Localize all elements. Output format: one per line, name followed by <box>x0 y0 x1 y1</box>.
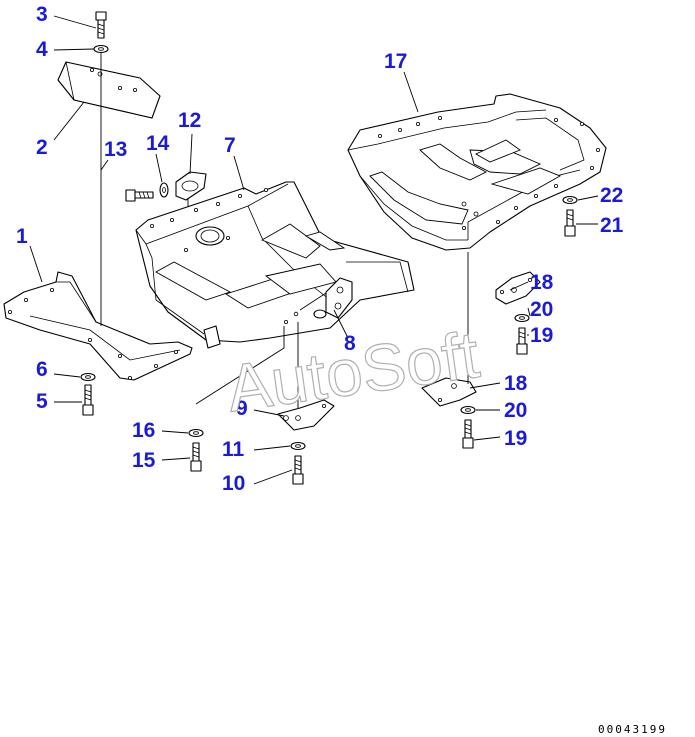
part-18-plate-lower <box>421 377 477 407</box>
callout-13: 13 <box>104 138 127 161</box>
part-19-bolt-lower <box>462 419 474 449</box>
callout-20-upper: 20 <box>530 298 553 321</box>
callout-18-lower: 18 <box>504 372 528 395</box>
callout-11: 11 <box>222 438 245 461</box>
part-21-bolt <box>564 209 576 237</box>
part-10-bolt <box>292 455 304 485</box>
callout-6: 6 <box>36 358 48 381</box>
part-2-cover <box>57 61 161 119</box>
part-7-frame <box>135 181 415 349</box>
callout-17: 17 <box>384 50 407 73</box>
part-12-cover <box>175 171 207 201</box>
part-6-washer <box>80 372 96 382</box>
callout-labels: 3 4 2 13 14 12 7 1 6 5 8 9 11 10 16 15 1… <box>16 3 624 495</box>
callout-22: 22 <box>600 184 623 207</box>
part-14-washer <box>159 182 169 198</box>
part-20-washer-upper <box>514 313 530 323</box>
callout-7: 7 <box>224 134 236 157</box>
part-15-bolt <box>190 442 202 472</box>
part-5-bolt <box>82 384 94 416</box>
part-13-bolt <box>125 189 154 202</box>
callout-9: 9 <box>236 397 248 420</box>
part-11-washer <box>290 441 306 451</box>
callout-21: 21 <box>600 214 624 237</box>
callout-16: 16 <box>132 419 155 442</box>
callout-1: 1 <box>16 225 28 248</box>
callout-2: 2 <box>36 136 48 159</box>
assembly-line-7-15 <box>195 326 285 405</box>
callout-14: 14 <box>146 132 170 155</box>
callout-3: 3 <box>36 3 48 26</box>
part-19-bolt-upper <box>516 327 528 355</box>
part-22-washer <box>562 195 578 205</box>
callout-19-upper: 19 <box>530 324 553 347</box>
callout-18-upper: 18 <box>530 271 554 294</box>
part-3-bolt <box>95 11 107 39</box>
callout-19-lower: 19 <box>504 427 527 450</box>
document-number: 00043199 <box>598 723 667 736</box>
part-8-bracket <box>313 277 353 319</box>
part-20-washer-lower <box>460 405 476 415</box>
callout-5: 5 <box>36 390 48 413</box>
callout-8: 8 <box>344 332 356 355</box>
callout-leaders <box>29 15 599 485</box>
part-18-plate-upper <box>495 271 541 305</box>
part-1-plate <box>3 271 193 381</box>
part-16-washer <box>188 428 204 438</box>
callout-4: 4 <box>36 38 48 61</box>
callout-15: 15 <box>132 449 156 472</box>
callout-10: 10 <box>222 472 245 495</box>
part-17-guard <box>347 93 607 251</box>
part-4-washer <box>93 44 109 54</box>
part-9-plate <box>277 399 335 431</box>
callout-20-lower: 20 <box>504 399 527 422</box>
callout-12: 12 <box>178 109 201 132</box>
